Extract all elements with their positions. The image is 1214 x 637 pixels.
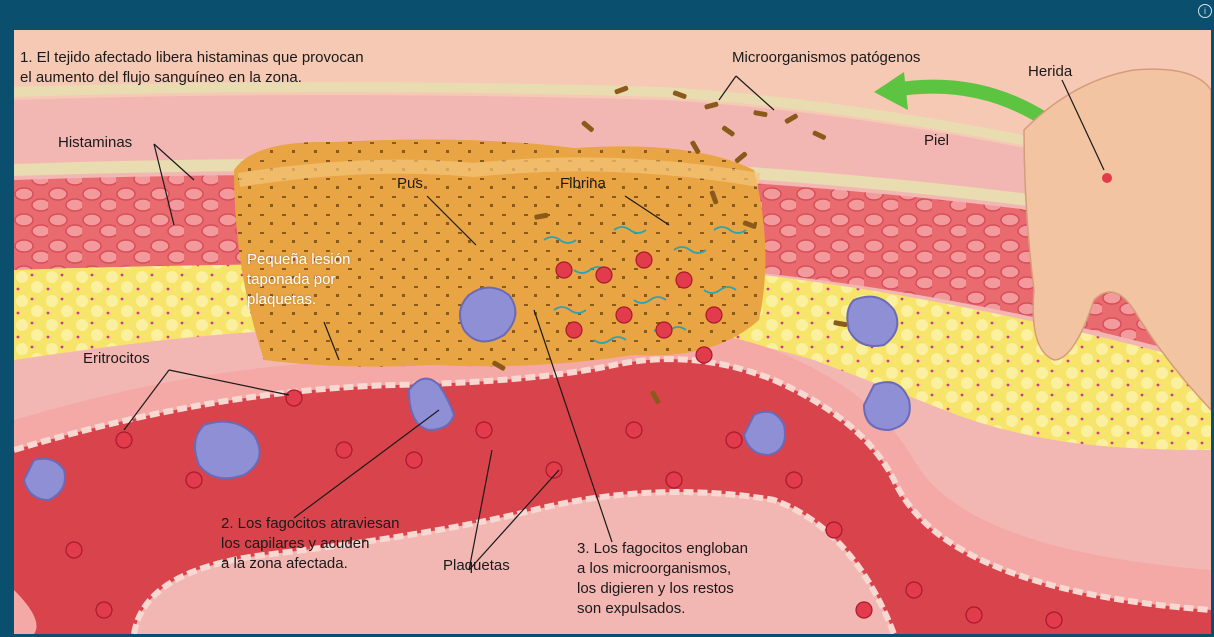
histamines-label: Histaminas: [58, 133, 132, 153]
step3-caption: 3. Los fagocitos engloban a los microorg…: [577, 539, 748, 619]
platelets-label: Plaquetas: [443, 556, 510, 576]
wound-label: Herida: [1028, 62, 1072, 82]
skin-label: Piel: [924, 131, 949, 151]
erythrocytes-label: Eritrocitos: [83, 349, 150, 369]
lesion-label: Pequeña lesión taponada por plaquetas.: [247, 250, 350, 310]
step2-caption: 2. Los fagocitos atraviesan los capilare…: [221, 514, 399, 574]
info-icon[interactable]: i: [1198, 4, 1212, 18]
illustration-panel: 1. El tejido afectado libera histaminas …: [14, 30, 1211, 634]
wound-mark: [1102, 173, 1112, 183]
pus-label: Pus: [397, 174, 423, 194]
step1-caption: 1. El tejido afectado libera histaminas …: [20, 48, 364, 88]
fibrin-label: Fibrina: [560, 174, 606, 194]
microorganisms-label: Microorganismos patógenos: [732, 48, 920, 68]
